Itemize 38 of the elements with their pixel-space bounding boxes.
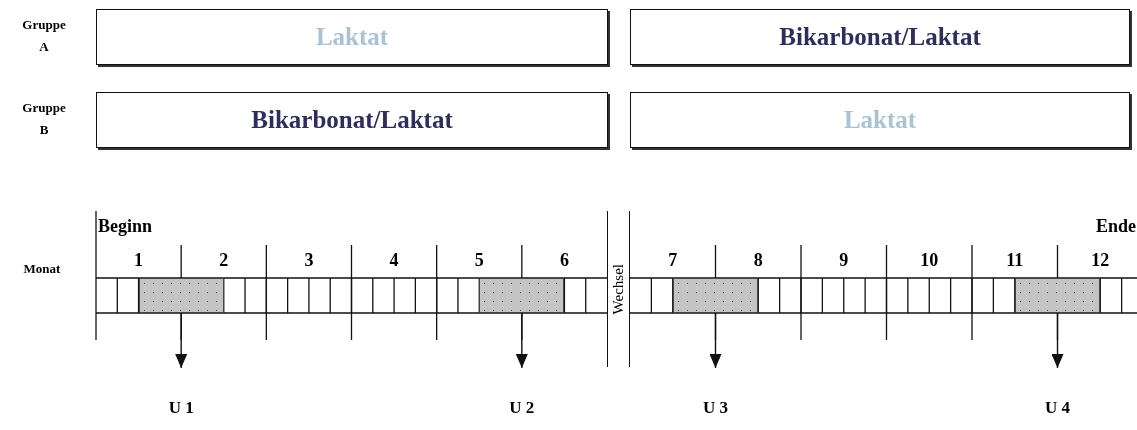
month-number: 3 [303, 250, 315, 272]
phase-bar [630, 92, 1130, 148]
month-number: 11 [1005, 250, 1025, 272]
arrow [1051, 312, 1064, 369]
phase-bar [96, 9, 608, 65]
month-number: 8 [752, 250, 764, 272]
examination-label: U 1 [156, 398, 207, 418]
switch-label: Wechsel [611, 263, 626, 315]
timepoint-label: Beginn [98, 216, 154, 238]
phase-label: Laktat [843, 106, 917, 134]
month-number: 5 [473, 250, 485, 272]
axis-label: Monat [22, 261, 62, 277]
examination-label: U 4 [1032, 398, 1083, 418]
examination-label: U 2 [496, 398, 547, 418]
phase-label: Bikarbonat/Laktat [779, 23, 981, 51]
month-number: 12 [1090, 250, 1111, 272]
examination-block [479, 278, 565, 313]
month-number: 2 [218, 250, 230, 272]
examination-block [672, 278, 759, 313]
phase-label: Bikarbonat/Laktat [251, 106, 453, 134]
group-label: Gruppe A [21, 16, 67, 57]
arrow [515, 312, 528, 369]
phase-bar [96, 92, 608, 148]
examination-block [138, 278, 224, 313]
arrow [709, 312, 722, 369]
group-label: Gruppe B [21, 99, 67, 140]
phase-label: Laktat [315, 23, 389, 51]
month-number: 10 [919, 250, 940, 272]
month-number: 4 [388, 250, 400, 272]
month-number: 7 [667, 250, 679, 272]
month-number: 9 [838, 250, 850, 272]
examination-label: U 3 [690, 398, 741, 418]
timepoint-label: Ende [1094, 216, 1136, 238]
phase-bar [630, 9, 1130, 65]
arrow [175, 312, 188, 369]
examination-block [1014, 278, 1101, 313]
month-number: 6 [558, 250, 570, 272]
month-number: 1 [133, 250, 145, 272]
